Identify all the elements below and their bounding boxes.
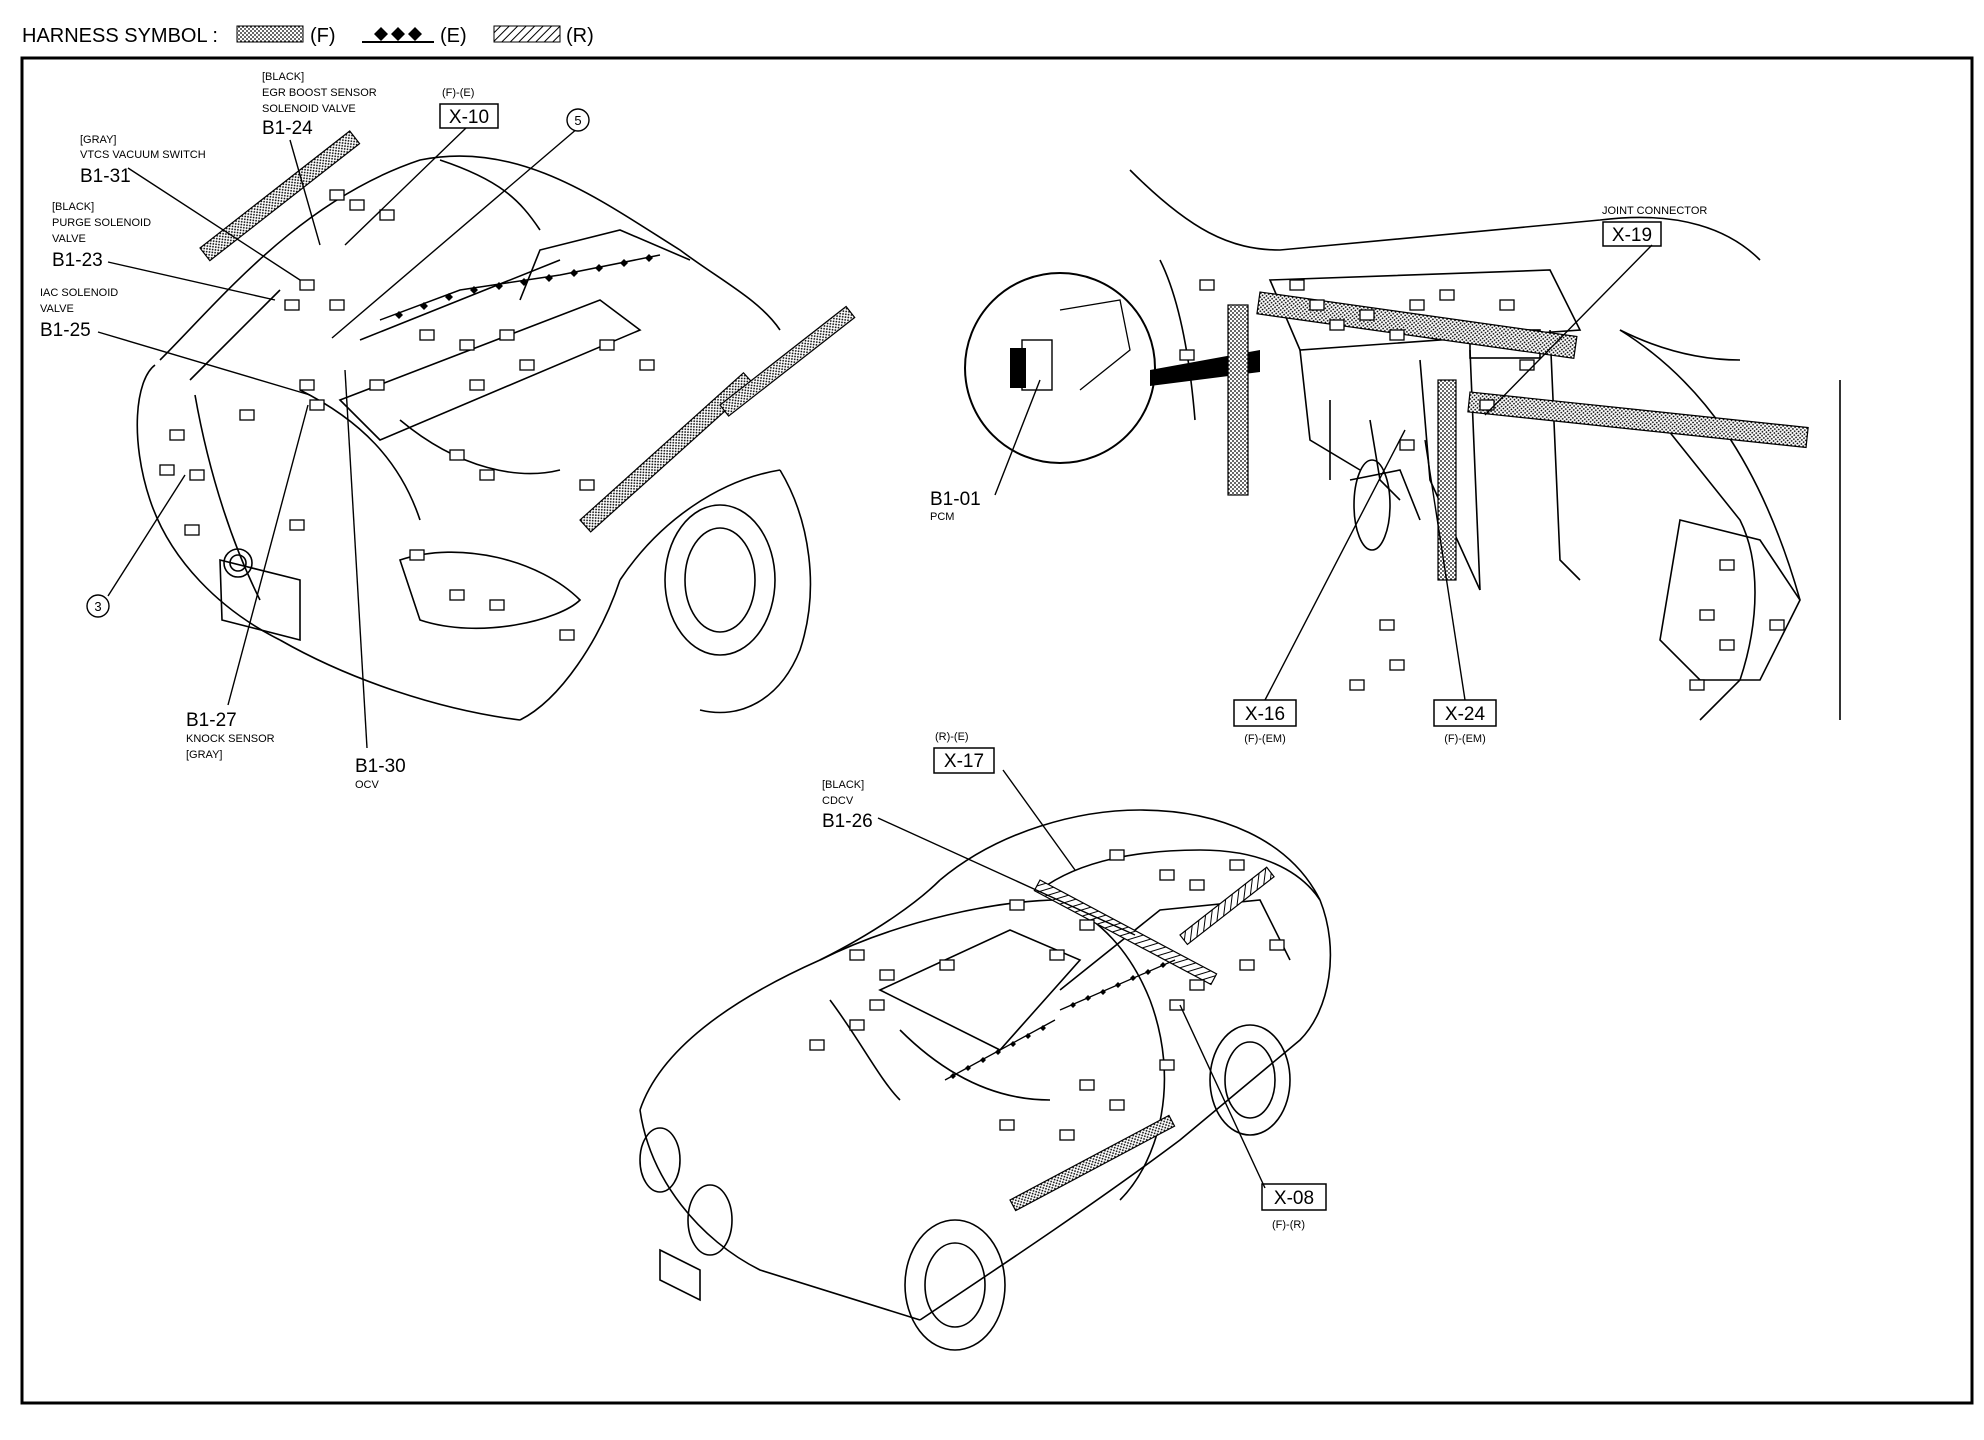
- b1-27-tag: [GRAY]: [186, 749, 222, 761]
- callout-x-19: JOINT CONNECTOR X-19: [1602, 205, 1707, 247]
- harness-symbol-legend: HARNESS SYMBOL : (F) (E) (R): [22, 25, 594, 47]
- callout-b1-01: B1-01 PCM: [930, 489, 981, 523]
- callout-x-08: X-08 (F)-(R): [1261, 1183, 1327, 1231]
- body-connectors: [809, 849, 1285, 1141]
- b1-25-desc1: IAC SOLENOID: [40, 287, 118, 299]
- mark-5-label: 5: [574, 113, 581, 128]
- b1-23-tag: [BLACK]: [52, 201, 94, 213]
- b1-24-desc2: SOLENOID VALVE: [262, 103, 356, 115]
- b1-31-code: B1-31: [80, 166, 131, 187]
- dash-harness-f-right: [1467, 391, 1809, 449]
- body-harness-r: [1033, 879, 1218, 986]
- legend-e-label: (E): [440, 25, 467, 47]
- b1-01-desc1: PCM: [930, 511, 954, 523]
- body-callout-lines: [877, 769, 1266, 1189]
- b1-23-desc1: PURGE SOLENOID: [52, 217, 151, 229]
- body-harness-e: [944, 959, 1176, 1081]
- engine-harness-e: [379, 254, 661, 321]
- pcm-detail-inset: [964, 272, 1260, 464]
- callout-b1-23: [BLACK] PURGE SOLENOID VALVE B1-23: [52, 201, 151, 271]
- x-24-code: X-24: [1445, 704, 1486, 725]
- dash-connectors: [1179, 279, 1785, 691]
- x-17-code: X-17: [944, 751, 984, 772]
- engine-harness-f-right: [579, 371, 756, 533]
- b1-24-tag: [BLACK]: [262, 71, 304, 83]
- callout-x-24: X-24 (F)-(EM): [1433, 699, 1497, 745]
- legend-r-label: (R): [566, 25, 594, 47]
- callout-b1-25: IAC SOLENOID VALVE B1-25: [40, 287, 118, 341]
- body-harness-r-rear: [1179, 866, 1275, 946]
- x-16-note: (F)-(EM): [1244, 733, 1286, 745]
- b1-26-code: B1-26: [822, 811, 873, 832]
- x-08-code: X-08: [1274, 1188, 1314, 1209]
- x-08-note: (F)-(R): [1272, 1219, 1305, 1231]
- b1-01-code: B1-01: [930, 489, 981, 510]
- x-10-note: (F)-(E): [442, 87, 474, 99]
- car-body-illustration: [639, 809, 1332, 1351]
- callout-x-10: (F)-(E) X-10: [439, 87, 499, 129]
- callout-b1-30: B1-30 OCV: [355, 756, 406, 791]
- legend-e-swatch: [362, 27, 434, 43]
- legend-f-swatch: [236, 25, 304, 43]
- legend-title: HARNESS SYMBOL :: [22, 25, 218, 47]
- body-harness-f-sill: [1009, 1114, 1176, 1212]
- callout-x-17: (R)-(E) X-17: [933, 731, 995, 774]
- x-17-note: (R)-(E): [935, 731, 969, 743]
- dash-harness-f-main: [1256, 291, 1578, 359]
- engine-connectors: [159, 189, 655, 641]
- b1-26-desc1: CDCV: [822, 795, 854, 807]
- engine-bay-illustration: [136, 155, 812, 721]
- x-24-note: (F)-(EM): [1444, 733, 1486, 745]
- legend-r-swatch: [493, 25, 561, 43]
- joint-connector-label: JOINT CONNECTOR: [1602, 205, 1707, 217]
- callout-mark-5: 5: [566, 108, 590, 132]
- engine-callout-lines: [97, 127, 579, 749]
- b1-23-code: B1-23: [52, 250, 103, 271]
- engine-harness-f-left: [199, 130, 361, 262]
- callout-x-16: X-16 (F)-(EM): [1233, 699, 1297, 745]
- callout-mark-3: 3: [86, 594, 110, 618]
- x-16-code: X-16: [1245, 704, 1285, 725]
- b1-23-desc2: VALVE: [52, 233, 86, 245]
- b1-27-desc1: KNOCK SENSOR: [186, 733, 275, 745]
- x-10-code: X-10: [449, 107, 489, 128]
- b1-31-tag: [GRAY]: [80, 134, 116, 146]
- b1-27-code: B1-27: [186, 710, 237, 731]
- legend-f-label: (F): [310, 25, 336, 47]
- dash-callout-lines: [994, 244, 1653, 701]
- b1-31-desc1: VTCS VACUUM SWITCH: [80, 149, 206, 161]
- b1-25-code: B1-25: [40, 320, 91, 341]
- b1-24-code: B1-24: [262, 118, 313, 139]
- b1-26-tag: [BLACK]: [822, 779, 864, 791]
- dash-harness-f-left: [1227, 304, 1249, 496]
- dashboard-illustration: [1129, 169, 1841, 721]
- mark-3-label: 3: [94, 599, 101, 614]
- diagram-frame: [20, 56, 1974, 1405]
- callout-b1-31: [GRAY] VTCS VACUUM SWITCH B1-31: [80, 134, 206, 187]
- dash-harness-f-center: [1437, 379, 1457, 581]
- callout-b1-27: B1-27 KNOCK SENSOR [GRAY]: [186, 710, 275, 761]
- engine-harness-f-far: [719, 305, 856, 417]
- b1-24-desc1: EGR BOOST SENSOR: [262, 87, 377, 99]
- callout-b1-26: [BLACK] CDCV B1-26: [822, 779, 873, 832]
- callout-b1-24: [BLACK] EGR BOOST SENSOR SOLENOID VALVE …: [262, 71, 377, 139]
- b1-30-code: B1-30: [355, 756, 406, 777]
- b1-30-desc1: OCV: [355, 779, 380, 791]
- x-19-code: X-19: [1612, 225, 1652, 246]
- b1-25-desc2: VALVE: [40, 303, 74, 315]
